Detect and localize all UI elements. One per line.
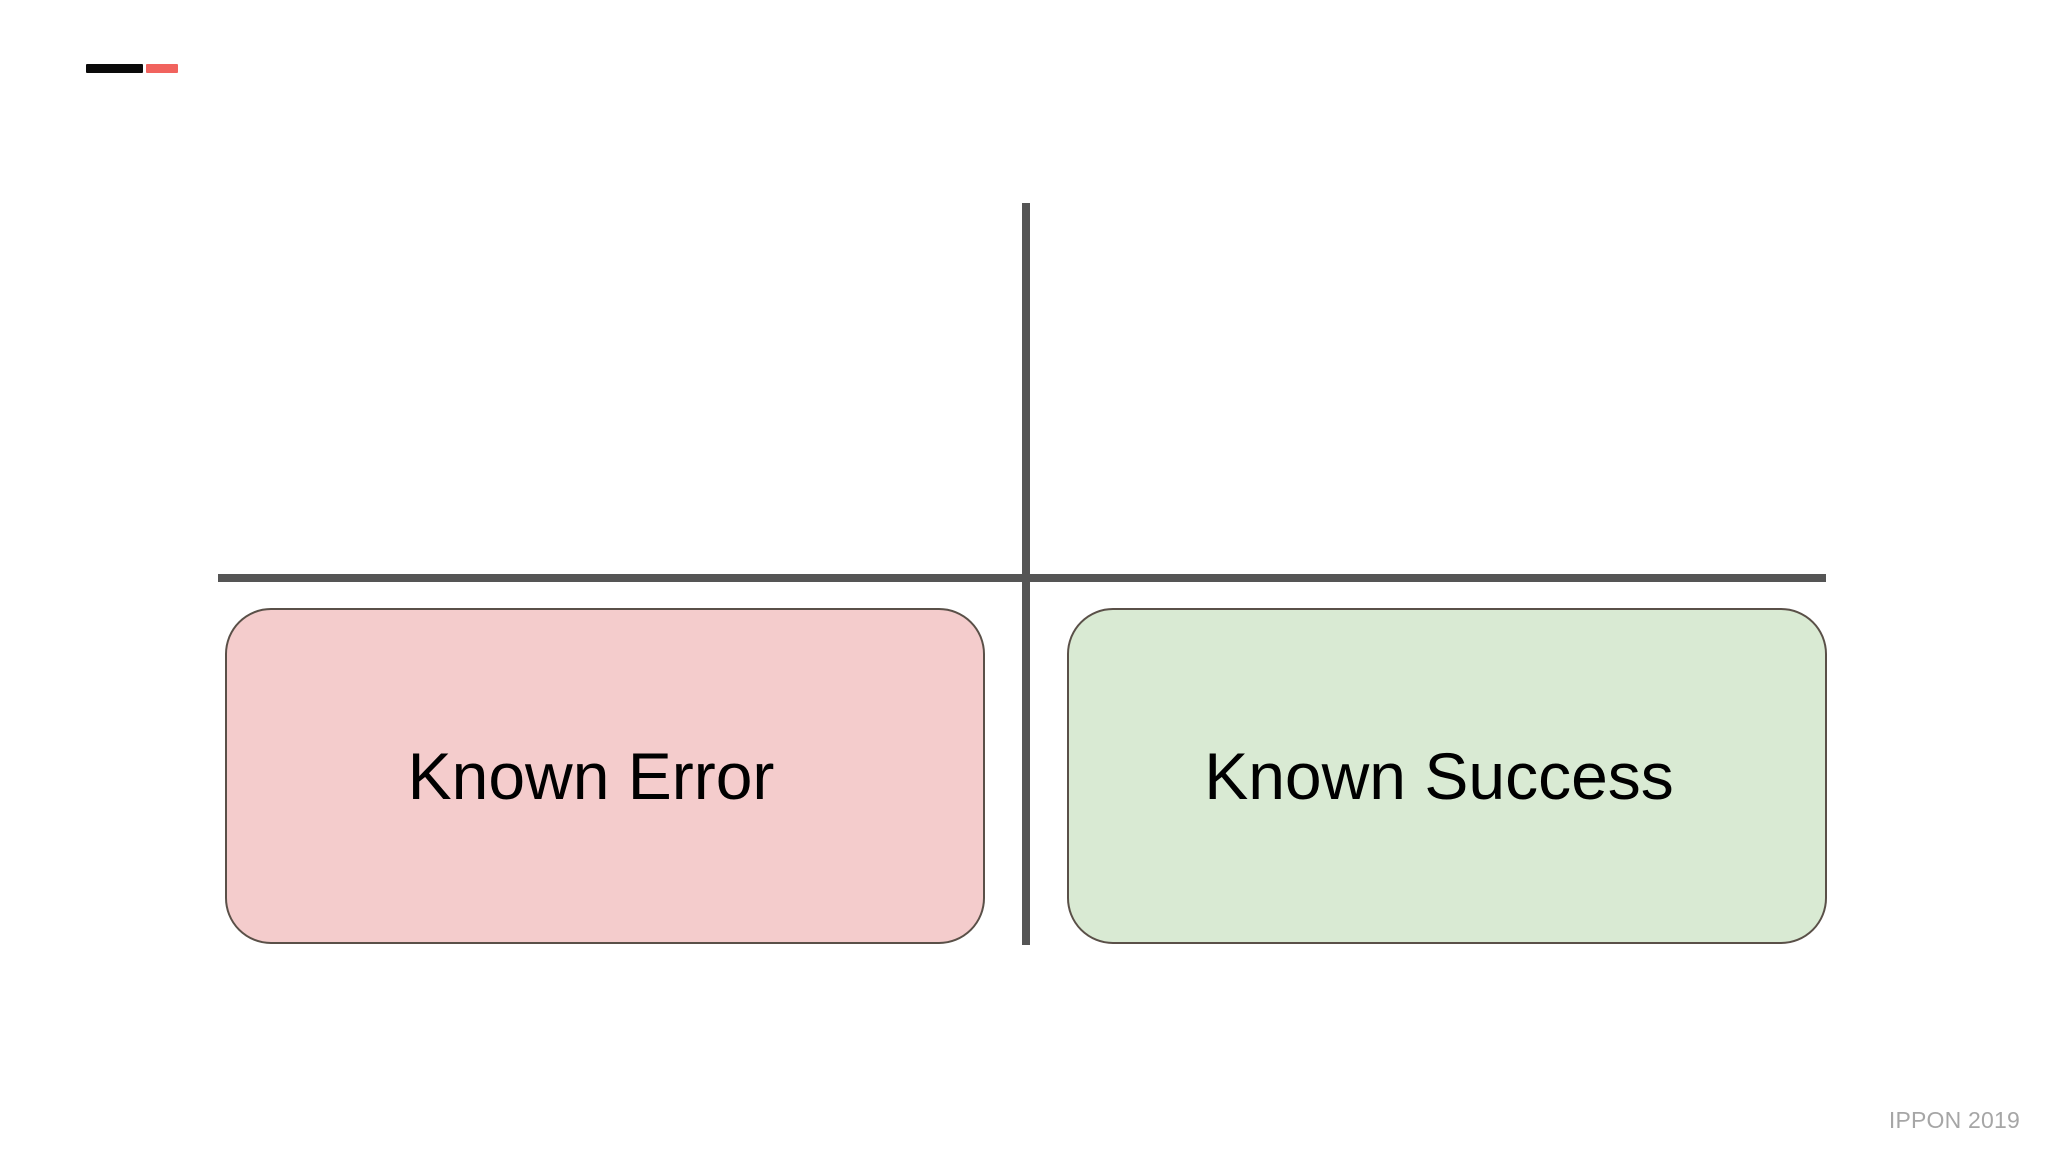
ippon-logo-mark: [86, 64, 178, 74]
quadrant-box-known-success: Known Success: [1067, 608, 1827, 944]
horizontal-divider-line: [218, 574, 1826, 582]
quadrant-label-known-success: Known Success: [1204, 739, 1674, 813]
quadrant-box-known-error: Known Error: [225, 608, 985, 944]
logo-accent-bar-icon: [146, 64, 178, 73]
quadrant-label-known-error: Known Error: [407, 739, 775, 813]
footer-credit: IPPON 2019: [1888, 1107, 2020, 1133]
logo-dark-bar-icon: [86, 64, 143, 73]
